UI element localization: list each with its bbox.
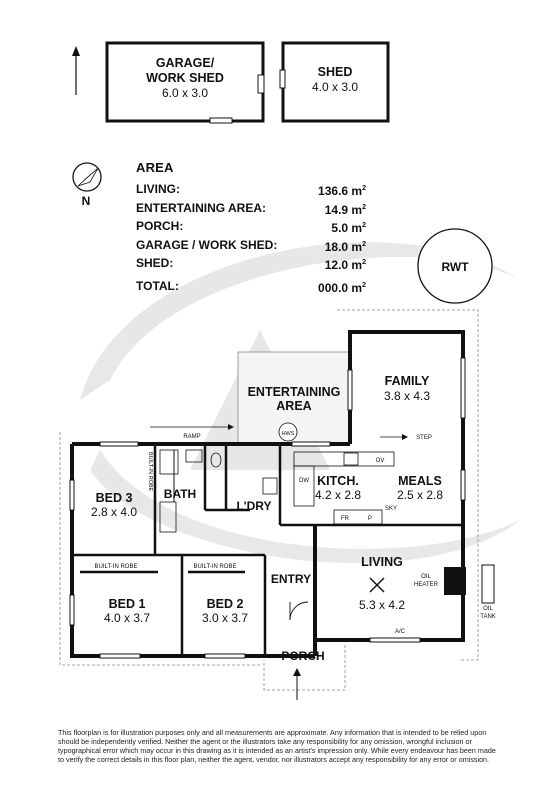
- hws-label: HWS: [282, 431, 295, 437]
- area-unit-sup: 2: [362, 240, 366, 248]
- bed1-size: 4.0 x 3.7: [104, 611, 150, 625]
- step-label: STEP: [416, 435, 432, 441]
- bed3-label: BED 3: [96, 491, 133, 505]
- ramp-arrow: [150, 424, 408, 440]
- area-unit-sup: 2: [362, 222, 366, 229]
- built-in-robe-vertical-label: BUILT-IN ROBE: [147, 452, 153, 492]
- area-table: AREA LIVING: 136.6 m2 ENTERTAINING AREA:…: [136, 160, 366, 296]
- area-row-porch: PORCH: 5.0 m2: [136, 218, 366, 237]
- area-value-text: 18.0 m: [324, 239, 363, 254]
- meals-size: 2.5 x 2.8: [397, 488, 443, 502]
- oil-tank-label-1: OIL: [483, 606, 493, 612]
- area-unit-sup: 2: [362, 281, 366, 289]
- area-total-value: 000.0 m2: [318, 278, 366, 297]
- bath-label: BATH: [164, 487, 196, 501]
- garage-size: 6.0 x 3.0: [162, 86, 208, 100]
- area-row-value: 5.0 m2: [331, 218, 366, 237]
- porch-label: PORCH: [281, 649, 324, 663]
- area-value-text: 000.0 m: [318, 280, 363, 295]
- built-in-robe-bed1-label: BUILT-IN ROBE: [95, 564, 138, 570]
- hws-unit: [278, 422, 298, 442]
- oil-tank-label-2: TANK: [480, 614, 496, 620]
- area-row-value: 136.6 m2: [318, 181, 366, 200]
- ramp-label: RAMP: [183, 434, 200, 440]
- ac-label: A/C: [395, 629, 406, 635]
- p-label: P: [368, 516, 372, 522]
- area-value-text: 136.6 m: [318, 184, 363, 198]
- area-row-label: GARAGE / WORK SHED:: [136, 237, 278, 252]
- bed3-size: 2.8 x 4.0: [91, 505, 137, 519]
- area-unit-sup: 2: [362, 203, 366, 211]
- living-size: 5.3 x 4.2: [359, 598, 405, 612]
- area-row-total: TOTAL: 000.0 m2: [136, 278, 366, 297]
- porch-entry-arrow: [293, 668, 301, 700]
- area-value-text: 12.0 m: [324, 258, 363, 272]
- area-value-text: 5.0 m: [331, 221, 363, 235]
- shed-label: SHED: [318, 65, 353, 79]
- garage-label-line1: GARAGE/: [156, 56, 215, 70]
- garage-outline: [105, 41, 265, 124]
- shed-outline: [279, 41, 390, 123]
- bath-fixtures: [159, 449, 222, 533]
- family-label: FAMILY: [385, 374, 430, 388]
- area-row-value: 18.0 m2: [325, 237, 366, 256]
- kitch-label: KITCH.: [317, 474, 359, 488]
- meals-label: MEALS: [398, 474, 442, 488]
- kitch-size: 4.2 x 2.8: [315, 488, 361, 502]
- area-value-text: 14.9 m: [324, 202, 363, 217]
- compass-icon: [72, 162, 102, 192]
- area-title: AREA: [136, 160, 174, 175]
- ov-label: OV: [376, 458, 385, 464]
- family-size: 3.8 x 4.3: [384, 389, 430, 403]
- living-label: LIVING: [361, 555, 403, 569]
- entry-label: ENTRY: [271, 572, 311, 586]
- oil-heater-label-2: HEATER: [414, 582, 439, 588]
- bed2-label: BED 2: [207, 597, 244, 611]
- area-row-garage: GARAGE / WORK SHED: 18.0 m2: [136, 237, 366, 256]
- area-row-entertaining: ENTERTAINING AREA: 14.9 m2: [136, 200, 366, 219]
- north-arrow-line: [72, 46, 80, 95]
- ceiling-fan-icon: [369, 577, 385, 593]
- area-row-shed: SHED: 12.0 m2: [136, 255, 366, 274]
- bed2-size: 3.0 x 3.7: [202, 611, 248, 625]
- oil-heater-label-1: OIL: [421, 574, 431, 580]
- ldry-label: L'DRY: [236, 499, 271, 513]
- site-boundary-dashed: [59, 309, 479, 691]
- area-row-living: LIVING: 136.6 m2: [136, 181, 366, 200]
- interior-walls: [72, 444, 463, 656]
- compass-north-label: N: [82, 194, 91, 208]
- entertaining-label-1: ENTERTAINING: [248, 385, 341, 399]
- shed-size: 4.0 x 3.0: [312, 80, 358, 94]
- oil-tank: [481, 564, 495, 604]
- oil-heater: [444, 567, 466, 595]
- entry-door: [289, 601, 309, 621]
- area-row-label: ENTERTAINING AREA:: [136, 200, 266, 215]
- sky-label: SKY: [385, 506, 397, 512]
- bed1-label: BED 1: [109, 597, 146, 611]
- disclaimer-text: This floorplan is for illustration purpo…: [58, 728, 496, 764]
- rwt-label: RWT: [441, 260, 469, 274]
- area-row-label: SHED:: [136, 256, 174, 270]
- fr-label: FR: [341, 516, 350, 522]
- entertaining-label-2: AREA: [276, 399, 311, 413]
- built-in-robe-bed2-label: BUILT-IN ROBE: [194, 564, 237, 570]
- area-row-label: LIVING:: [136, 182, 180, 196]
- area-unit-sup: 2: [362, 259, 366, 266]
- garage-label-line2: WORK SHED: [146, 71, 224, 85]
- area-row-value: 12.0 m2: [325, 255, 366, 274]
- area-unit-sup: 2: [362, 185, 366, 192]
- area-row-label: PORCH:: [136, 219, 184, 233]
- area-total-label: TOTAL:: [136, 278, 179, 293]
- area-row-value: 14.9 m2: [325, 200, 366, 219]
- kitchen-fixtures: [262, 451, 395, 525]
- rwt-tank: [417, 228, 493, 304]
- dw-label: DW: [299, 478, 309, 484]
- windows: [69, 357, 466, 659]
